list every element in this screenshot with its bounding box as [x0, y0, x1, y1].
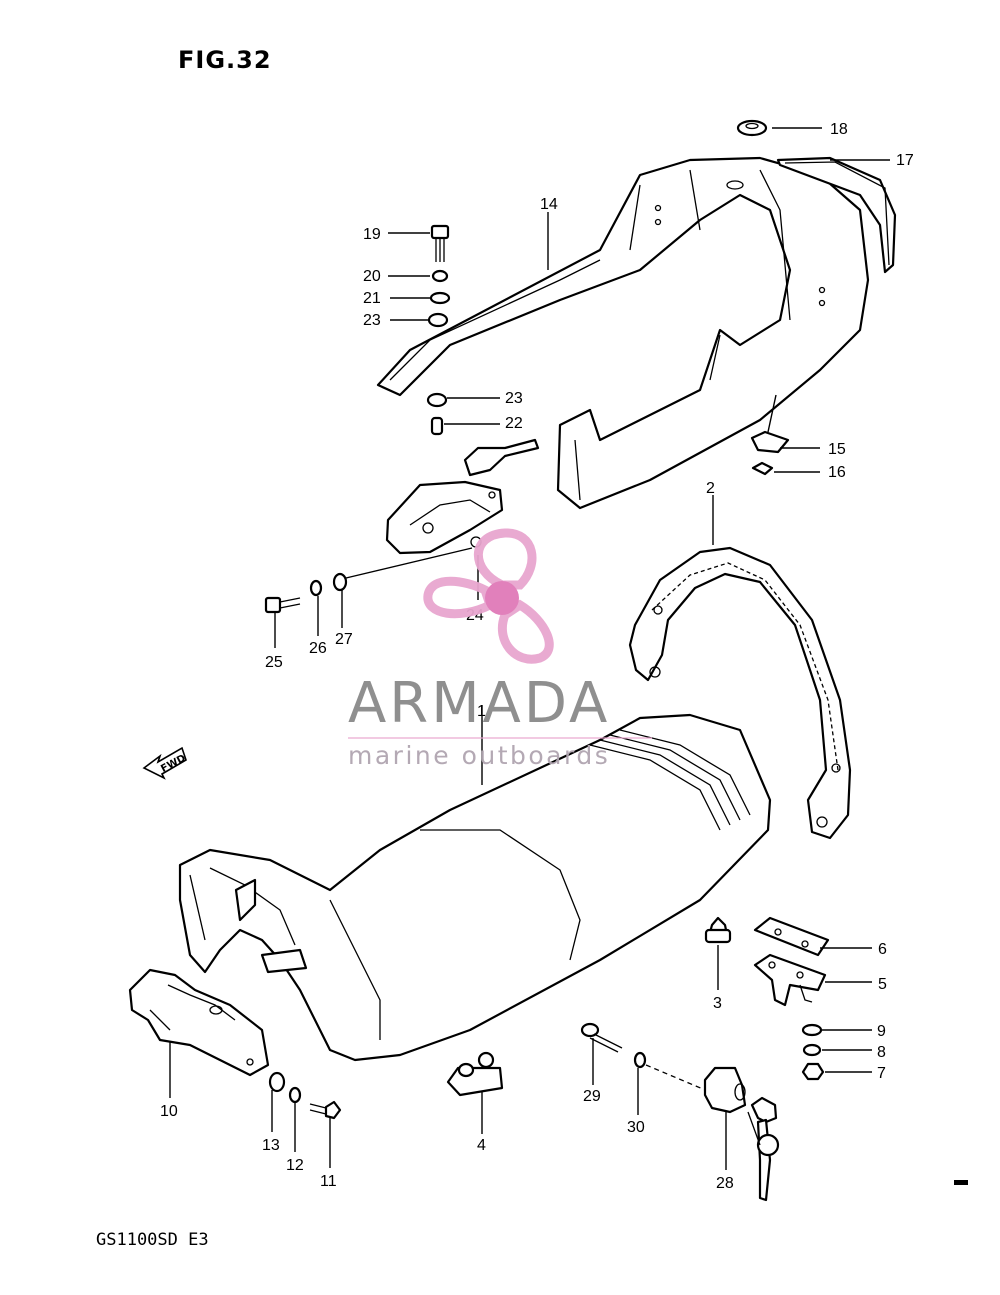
tail-lens: [776, 156, 897, 274]
cowl-bracket: [750, 430, 790, 476]
callout-25: 25: [265, 654, 283, 671]
model-code: GS1100SD E3: [96, 1230, 209, 1250]
callout-labels: 18 17 14 19 20 21 23 23 22 15 16 2 24 25…: [160, 121, 914, 1192]
seat-tail-cowl: [376, 156, 870, 510]
seat-damper: [704, 916, 732, 944]
lock-bolt: [580, 1022, 711, 1093]
callout-13: 13: [262, 1137, 280, 1154]
callout-11: 11: [320, 1173, 337, 1190]
callout-30: 30: [627, 1119, 645, 1136]
nut-washers-right: [801, 1023, 825, 1081]
front-seat-bracket: [128, 968, 270, 1077]
callout-2: 2: [706, 480, 715, 497]
fwd-arrow: FWD: [142, 746, 188, 780]
seat: [178, 713, 772, 1062]
callout-8: 8: [877, 1044, 886, 1061]
seat-grab-strap: [628, 546, 852, 840]
figure-title: FIG.32: [178, 46, 272, 74]
callout-23-lower: 23: [505, 390, 523, 407]
watermark-brand: ARMADA: [348, 671, 610, 736]
callout-14: 14: [540, 196, 558, 213]
callout-18: 18: [830, 121, 848, 138]
leader-lines: [169, 127, 890, 1170]
callout-27: 27: [335, 631, 353, 648]
callout-22: 22: [505, 415, 523, 432]
callout-29: 29: [583, 1088, 601, 1105]
grommet: [736, 119, 768, 137]
callout-3: 3: [713, 995, 722, 1012]
callout-4: 4: [477, 1137, 486, 1154]
fastener-stack-left: [426, 224, 451, 436]
hinge-bracket: [753, 953, 827, 1007]
callout-28: 28: [716, 1175, 734, 1192]
watermark-tagline: marine outboards: [348, 741, 610, 770]
callout-21: 21: [363, 290, 381, 307]
callout-20: 20: [363, 268, 381, 285]
propeller-icon: [423, 528, 554, 664]
callout-23-upper: 23: [363, 312, 381, 329]
seat-cushion-rubber: [446, 1051, 504, 1097]
page-mark: [954, 1180, 968, 1185]
seat-lock-assembly: [385, 438, 540, 555]
callout-6: 6: [878, 941, 887, 958]
callout-26: 26: [309, 640, 327, 657]
bolt-washers-lower-left: [264, 547, 473, 614]
hinge-plate: [753, 916, 830, 957]
bracket-fasteners: [268, 1071, 342, 1120]
callout-12: 12: [286, 1157, 304, 1174]
callout-16: 16: [828, 464, 846, 481]
callout-19: 19: [363, 226, 381, 243]
callout-7: 7: [877, 1065, 886, 1082]
callout-15: 15: [828, 441, 846, 458]
seat-lock-cylinder: [703, 1066, 780, 1202]
callout-5: 5: [878, 976, 887, 993]
callout-10: 10: [160, 1103, 178, 1120]
callout-17: 17: [896, 152, 914, 169]
callout-9: 9: [877, 1023, 886, 1040]
callout-1: 1: [477, 703, 486, 720]
watermark-logo: ARMADA marine outboards: [348, 528, 652, 770]
